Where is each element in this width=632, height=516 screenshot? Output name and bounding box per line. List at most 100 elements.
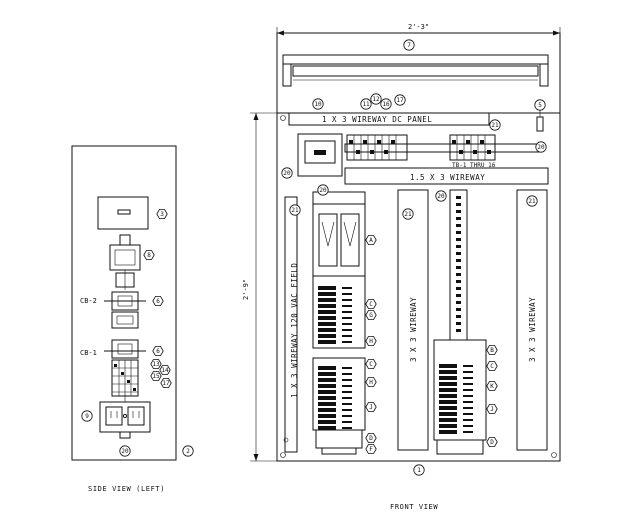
callout-bubble: 20 <box>535 141 547 153</box>
callout-text: G <box>369 312 373 319</box>
terminal-slot <box>342 341 352 343</box>
callout-bubble: 15 <box>150 371 162 381</box>
terminal-slot <box>342 421 352 423</box>
wireway-dc-panel-label: 1 X 3 WIREWAY DC PANEL <box>322 115 432 124</box>
rail-slot <box>456 301 461 304</box>
terminal-block-label: TB-1 THRU 16 <box>452 162 496 169</box>
terminal-slot <box>342 409 352 411</box>
callout-bubble: 17 <box>160 378 172 388</box>
terminal-slot <box>342 293 352 295</box>
breaker-label-cb2: CB-2 <box>80 297 97 305</box>
callout-text: 10 <box>314 101 322 108</box>
callout-text: C <box>490 363 494 370</box>
callout-text: C <box>369 361 373 368</box>
terminal-slot <box>318 286 336 290</box>
callout-bubble: H <box>365 377 377 387</box>
callout-text: 3 <box>160 211 164 218</box>
terminal-slot <box>342 367 352 369</box>
terminal-slot <box>318 372 336 376</box>
terminal-slot <box>463 419 473 421</box>
terminal-slot <box>463 395 473 397</box>
callout-text: 8 <box>147 252 151 259</box>
callout-bubble: G <box>365 310 377 320</box>
terminal-slot <box>342 335 352 337</box>
callout-text: H <box>369 379 373 386</box>
rail-slot <box>456 280 461 283</box>
terminal-slot <box>463 413 473 415</box>
terminal-slot <box>342 329 352 331</box>
terminal-slot <box>439 400 457 404</box>
callout-bubble: C <box>365 359 377 369</box>
left-din-assembly <box>312 191 366 455</box>
wireway-1-5x3 <box>344 167 549 185</box>
rail-slot <box>456 203 461 206</box>
left-terminal-strip <box>318 286 352 430</box>
callout-text: 20 <box>537 144 545 151</box>
callout-bubble: K <box>486 381 498 391</box>
callout-bubble: 9 <box>81 410 93 422</box>
rail-slot <box>456 273 461 276</box>
width-dimension <box>276 27 561 40</box>
callout-bubble: H <box>365 336 377 346</box>
callout-text: 6 <box>156 348 160 355</box>
callout-bubble: C <box>365 299 377 309</box>
rail-slot <box>456 238 461 241</box>
side-receptacle <box>99 401 151 439</box>
callout-bubble: C <box>486 361 498 371</box>
callout-text: J <box>369 404 373 411</box>
wireway-3x3-a-label: 3 X 3 WIREWAY <box>409 297 418 362</box>
terminal-slot <box>439 424 457 428</box>
terminal-slot <box>318 396 336 400</box>
callout-bubble: 21 <box>489 119 501 131</box>
terminal-slot <box>463 401 473 403</box>
callout-text: 13 <box>152 361 160 368</box>
dc-din-rail <box>297 110 544 177</box>
terminal-slot <box>342 397 352 399</box>
terminal-slot <box>318 310 336 314</box>
terminal-slot <box>439 382 457 386</box>
wireway-120vac-field <box>284 196 298 453</box>
callout-bubble: 5 <box>534 99 546 111</box>
callout-bubble: 14 <box>159 365 171 375</box>
callout-bubble: 20 <box>119 445 131 457</box>
callout-bubble: J <box>365 402 377 412</box>
callout-bubble: A <box>365 235 377 245</box>
callout-text: J <box>490 406 494 413</box>
front-view-caption: FRONT VIEW <box>390 503 438 511</box>
callout-text: 21 <box>528 198 536 205</box>
callout-bubble: 17 <box>394 94 406 106</box>
side-din-stack <box>104 234 146 402</box>
terminal-slot <box>342 379 352 381</box>
rail-slot <box>456 252 461 255</box>
terminal-slot <box>342 403 352 405</box>
callout-bubble: F <box>365 444 377 454</box>
terminal-slot <box>342 385 352 387</box>
side-view: CB-2 CB-1 SIDE VIEW (LEFT) <box>71 145 177 493</box>
callout-text: 6 <box>156 298 160 305</box>
terminal-slot <box>318 328 336 332</box>
width-dimension-text: 2'-3" <box>408 23 429 31</box>
callout-bubble: 20 <box>317 184 329 196</box>
height-dimension <box>250 112 277 462</box>
rail-slot <box>456 259 461 262</box>
terminal-slot <box>463 389 473 391</box>
callout-text: 20 <box>437 193 445 200</box>
terminal-slot <box>318 408 336 412</box>
rail-slot <box>456 210 461 213</box>
terminal-slot <box>318 340 336 344</box>
callout-bubble: D <box>486 437 498 447</box>
terminal-slot <box>318 304 336 308</box>
callout-bubble: 21 <box>526 195 538 207</box>
side-bracket <box>97 196 149 230</box>
breaker-label-cb1: CB-1 <box>80 349 97 357</box>
callout-bubble: 21 <box>402 208 414 220</box>
terminal-slot <box>342 427 352 429</box>
terminal-slot <box>318 298 336 302</box>
wireway-3x3-a <box>397 189 429 451</box>
callout-bubble: 12 <box>370 93 382 105</box>
terminal-slot <box>318 402 336 406</box>
callout-text: 2 <box>186 448 190 455</box>
callout-bubble: 2 <box>182 445 194 457</box>
terminal-slot <box>342 415 352 417</box>
